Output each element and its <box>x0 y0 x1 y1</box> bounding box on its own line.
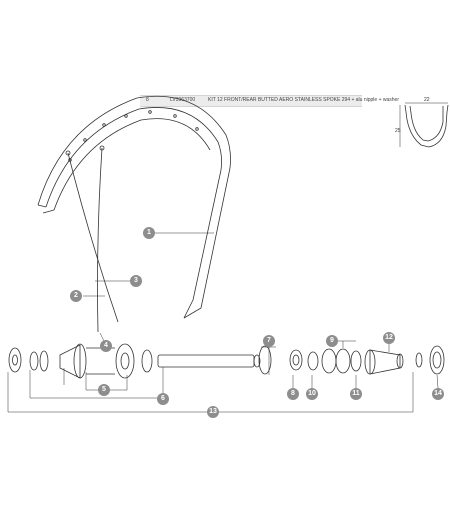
callout-7: 7 <box>263 335 275 347</box>
leader-lines <box>7 232 439 413</box>
callout-12: 12 <box>383 332 395 344</box>
rim-width-label: 22 <box>424 97 430 103</box>
rim-profile-icon <box>399 102 449 148</box>
callout-5: 5 <box>98 384 110 396</box>
callout-14: 14 <box>432 388 444 400</box>
part-index: 8 <box>146 97 149 103</box>
callout-2: 2 <box>70 290 82 302</box>
callout-13: 13 <box>207 406 219 418</box>
callout-1: 1 <box>143 227 155 239</box>
callout-9: 9 <box>326 335 338 347</box>
freehub-drawing <box>258 345 445 375</box>
rim-drawing <box>37 95 231 319</box>
callout-8: 8 <box>287 388 299 400</box>
callout-10: 10 <box>306 388 318 400</box>
rim-height-label: 25 <box>395 128 401 134</box>
callout-11: 11 <box>350 388 362 400</box>
hub-drawing <box>8 343 261 379</box>
callout-4: 4 <box>100 340 112 352</box>
callout-6: 6 <box>157 393 169 405</box>
callout-3: 3 <box>130 275 142 287</box>
spokes-drawing <box>65 145 119 333</box>
part-description: KIT 12 FRONT/REAR BUTTED AERO STAINLESS … <box>208 97 399 103</box>
